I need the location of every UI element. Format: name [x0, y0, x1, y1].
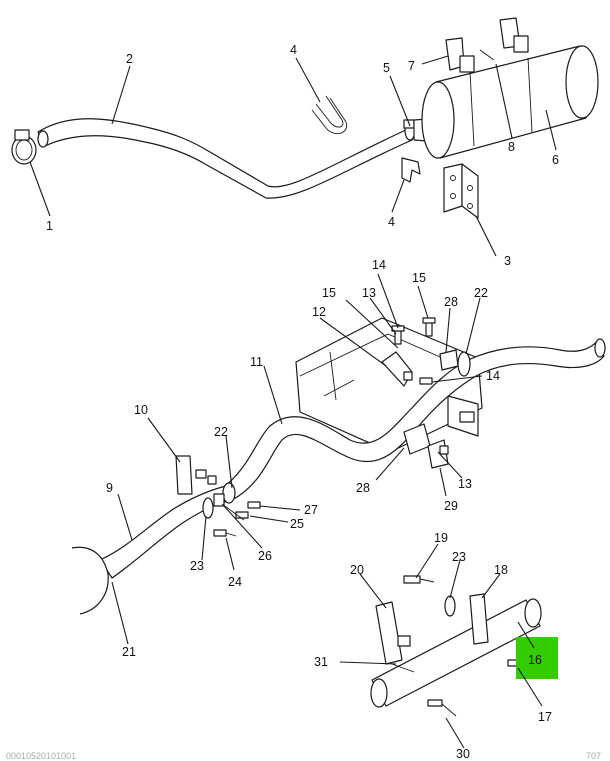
callout-14-right[interactable]: 14	[486, 369, 500, 383]
part-11-pipe[interactable]	[221, 338, 606, 501]
callout-23-bottom[interactable]: 23	[452, 550, 466, 564]
callout-29[interactable]: 29	[444, 499, 458, 513]
callout-24[interactable]: 24	[228, 575, 242, 589]
callout-28-top[interactable]: 28	[444, 295, 458, 309]
part-26-clamp-band[interactable]	[221, 503, 245, 521]
callout-31[interactable]: 31	[314, 655, 328, 669]
footer-right-id: 707	[586, 751, 601, 761]
part-27-bolt[interactable]	[247, 501, 261, 509]
callout-25[interactable]: 25	[290, 517, 304, 531]
callout-15-top[interactable]: 15	[412, 271, 426, 285]
part-20-bracket[interactable]	[375, 601, 411, 665]
part-22-clamp-lower[interactable]	[213, 493, 225, 507]
bottom-pipe-assembly	[370, 575, 558, 717]
bottom-pipe[interactable]	[370, 598, 542, 708]
part-14-bolt-b[interactable]	[419, 377, 433, 385]
callout-18[interactable]: 18	[494, 563, 508, 577]
callout-labels: 1 2 4 5 7 8 6 4 3 14 15 15 13 28 22 12 1…	[46, 43, 559, 761]
callout-17[interactable]: 17	[538, 710, 552, 724]
callout-7[interactable]: 7	[408, 59, 415, 73]
part-18-bracket[interactable]	[469, 593, 489, 645]
part-13-nut-b[interactable]	[439, 445, 449, 455]
callout-6[interactable]: 6	[552, 153, 559, 167]
callout-14-top[interactable]: 14	[372, 258, 386, 272]
top-exhaust-assembly	[11, 17, 599, 219]
part-30-bolt[interactable]	[427, 699, 457, 717]
callout-23-mid[interactable]: 23	[190, 559, 204, 573]
part-13-nut-a[interactable]	[403, 371, 413, 381]
callout-22-lower[interactable]: 22	[214, 425, 228, 439]
part-22-clamp-upper[interactable]	[457, 351, 471, 377]
callout-19[interactable]: 19	[434, 531, 448, 545]
callout-13-top[interactable]: 13	[362, 286, 376, 300]
part-4-saddle[interactable]	[401, 157, 421, 183]
callout-8[interactable]: 8	[508, 140, 515, 154]
callout-27[interactable]: 27	[304, 503, 318, 517]
part-19-bolt[interactable]	[403, 575, 435, 584]
part-24-bolt[interactable]	[213, 529, 237, 537]
part-28-bracket-upper[interactable]	[439, 349, 459, 371]
part-3-bracket[interactable]	[443, 163, 479, 219]
part-31-clamp[interactable]	[391, 663, 415, 673]
callout-28-lower[interactable]: 28	[356, 481, 370, 495]
callout-21[interactable]: 21	[122, 645, 136, 659]
middle-exhaust-assembly	[71, 317, 606, 615]
part-7-bracket[interactable]	[445, 37, 475, 73]
footer: 00010520101001 707	[6, 751, 601, 761]
part-15-bolt[interactable]	[422, 317, 436, 337]
part-4-u-bolt[interactable]	[311, 95, 348, 135]
callout-22-top[interactable]: 22	[474, 286, 488, 300]
callout-20[interactable]: 20	[350, 563, 364, 577]
callout-16[interactable]: 16	[528, 653, 542, 667]
callout-4-saddle[interactable]: 4	[388, 215, 395, 229]
callout-2[interactable]: 2	[126, 52, 133, 66]
callout-13-lower[interactable]: 13	[458, 477, 472, 491]
callout-5[interactable]: 5	[383, 61, 390, 75]
footer-left-id: 00010520101001	[6, 751, 76, 761]
callout-12[interactable]: 12	[312, 305, 326, 319]
frame-crossmember	[295, 317, 483, 453]
part-10-bracket[interactable]	[175, 455, 217, 495]
callout-1[interactable]: 1	[46, 219, 53, 233]
callout-9[interactable]: 9	[106, 481, 113, 495]
callout-26[interactable]: 26	[258, 549, 272, 563]
callout-3[interactable]: 3	[504, 254, 511, 268]
part-23-clamp-bottom[interactable]	[444, 595, 456, 617]
leader-lines	[29, 55, 557, 749]
highlight-box-16	[516, 637, 558, 679]
callout-4-u-bolt[interactable]: 4	[290, 43, 297, 57]
callout-15-left[interactable]: 15	[322, 286, 336, 300]
part-1-clamp[interactable]	[11, 129, 37, 165]
part-23-clamp[interactable]	[202, 497, 214, 519]
callout-11[interactable]: 11	[250, 355, 263, 369]
callout-10[interactable]: 10	[134, 403, 148, 417]
part-6-muffler[interactable]	[413, 45, 599, 159]
part-8-bracket[interactable]	[479, 17, 529, 61]
callout-30[interactable]: 30	[456, 747, 470, 761]
part-2-tail-pipe[interactable]	[37, 118, 413, 199]
part-21-pipe-end[interactable]	[71, 546, 109, 615]
